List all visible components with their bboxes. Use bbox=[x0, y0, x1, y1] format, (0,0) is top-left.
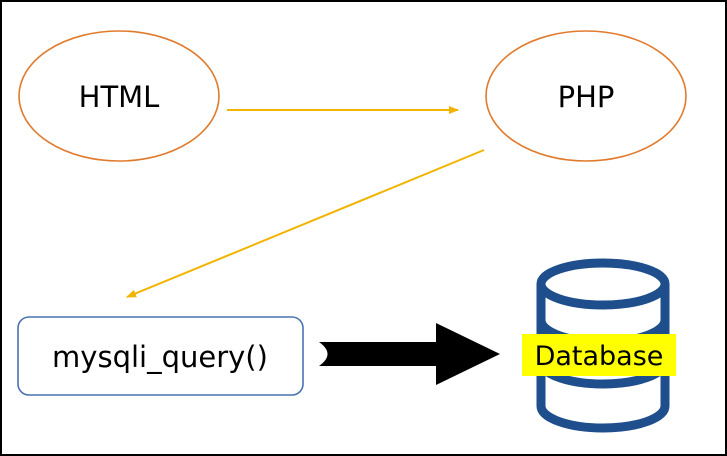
html-ellipse bbox=[18, 30, 220, 162]
query-node: mysqli_query() bbox=[17, 316, 304, 396]
database-label-highlight bbox=[522, 334, 676, 376]
database-top-ellipse bbox=[536, 258, 670, 310]
html-node: HTML bbox=[18, 30, 220, 162]
php-label: PHP bbox=[558, 80, 615, 114]
query-box bbox=[17, 316, 304, 396]
php-node: PHP bbox=[485, 30, 687, 162]
php-to-query-arrow bbox=[126, 149, 485, 298]
database-node: Database bbox=[522, 258, 676, 433]
database-label: Database bbox=[535, 341, 664, 372]
html-label: HTML bbox=[79, 80, 160, 114]
query-to-database-arrow bbox=[319, 323, 500, 385]
query-label: mysqli_query() bbox=[52, 340, 268, 374]
database-body-outline bbox=[536, 284, 670, 433]
php-ellipse bbox=[485, 30, 687, 162]
